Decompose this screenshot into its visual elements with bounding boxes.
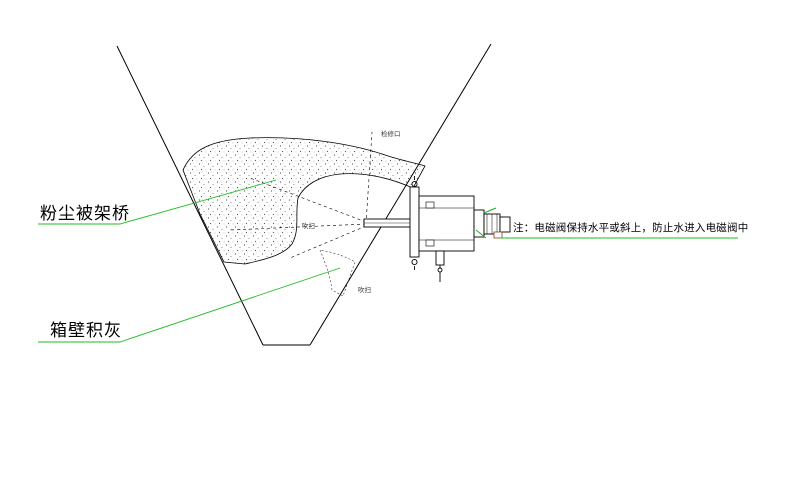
small-text-bottom: 吹扫 xyxy=(358,285,371,294)
leader-lines xyxy=(38,179,738,343)
note-solenoid-valve: 注：电磁阀保持水平或斜上，防止水进入电磁阀中 xyxy=(513,222,749,234)
label-bridging: 粉尘被架桥 xyxy=(40,204,130,224)
bridged-dust-mass xyxy=(182,137,426,265)
small-text-top: 检修口 xyxy=(381,129,401,138)
leader-bridging xyxy=(38,179,277,225)
label-wall-ash: 箱壁积灰 xyxy=(50,321,122,341)
small-text-mid: 吹扫 xyxy=(302,221,315,230)
wall-ash-region xyxy=(319,249,356,297)
hopper-right-wall xyxy=(309,43,492,346)
blowing-device xyxy=(363,176,511,282)
spray-lines xyxy=(229,131,373,259)
hopper-left-wall xyxy=(116,45,264,346)
device-flange xyxy=(409,186,420,258)
hopper-walls xyxy=(116,43,492,346)
leader-wall-ash xyxy=(38,267,341,343)
